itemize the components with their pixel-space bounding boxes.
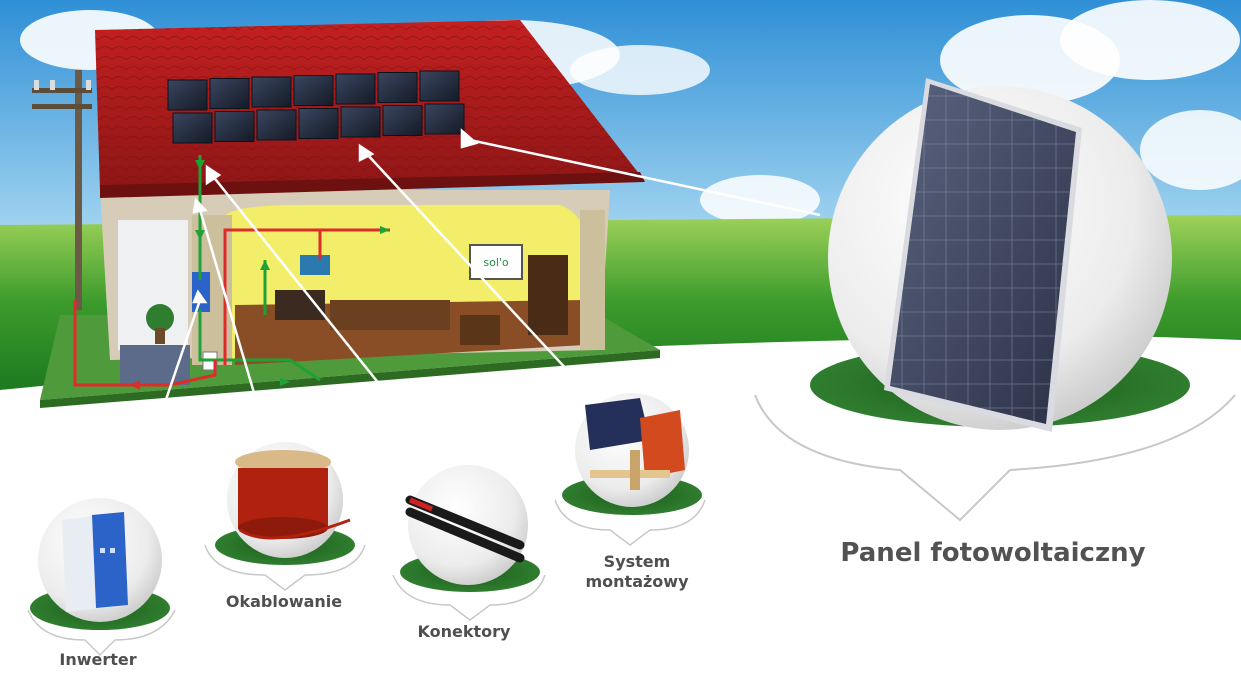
label-okablowanie: Okablowanie bbox=[225, 592, 343, 611]
roof-solar-module bbox=[293, 75, 334, 106]
label-system-line1: System bbox=[603, 552, 671, 571]
mounting-system-icon bbox=[585, 398, 685, 490]
label-system-montazowy: System montażowy bbox=[562, 552, 712, 592]
cable-callout bbox=[204, 442, 366, 591]
label-panel-fotowoltaiczny: Panel fotowoltaiczny bbox=[840, 538, 1146, 568]
roof-solar-module bbox=[340, 106, 381, 138]
inverter-icon bbox=[62, 512, 128, 612]
mounting-callout bbox=[554, 393, 706, 546]
roof-solar-module bbox=[256, 109, 297, 141]
pointer-arrows bbox=[128, 128, 821, 506]
label-konektory: Konektory bbox=[417, 622, 511, 641]
roof-solar-module bbox=[251, 76, 292, 108]
solar-panel-icon bbox=[884, 78, 1082, 432]
utility-pole bbox=[32, 70, 92, 310]
tv-logo: sol'o bbox=[483, 256, 509, 269]
roof-solar-module bbox=[172, 112, 213, 144]
roof-solar-module bbox=[209, 78, 250, 109]
connector-icon bbox=[405, 495, 525, 563]
roof-solar-module bbox=[382, 105, 423, 136]
roof-solar-module bbox=[335, 73, 376, 105]
label-system-line2: montażowy bbox=[585, 572, 689, 591]
cable-reel-icon bbox=[235, 450, 351, 540]
label-inwerter: Inwerter bbox=[59, 650, 137, 669]
house: sol'o bbox=[40, 190, 660, 408]
solar-panel-callout bbox=[754, 78, 1236, 522]
roof-solar-module bbox=[424, 103, 465, 135]
connector-callout bbox=[392, 465, 546, 621]
roof-solar-module bbox=[419, 70, 460, 102]
roof-solar-module bbox=[167, 79, 208, 111]
roof-solar-module bbox=[298, 108, 339, 139]
roof-solar-array bbox=[167, 70, 465, 144]
inverter-callout bbox=[27, 498, 176, 657]
roof-solar-module bbox=[214, 111, 255, 142]
roof-solar-module bbox=[377, 72, 418, 103]
